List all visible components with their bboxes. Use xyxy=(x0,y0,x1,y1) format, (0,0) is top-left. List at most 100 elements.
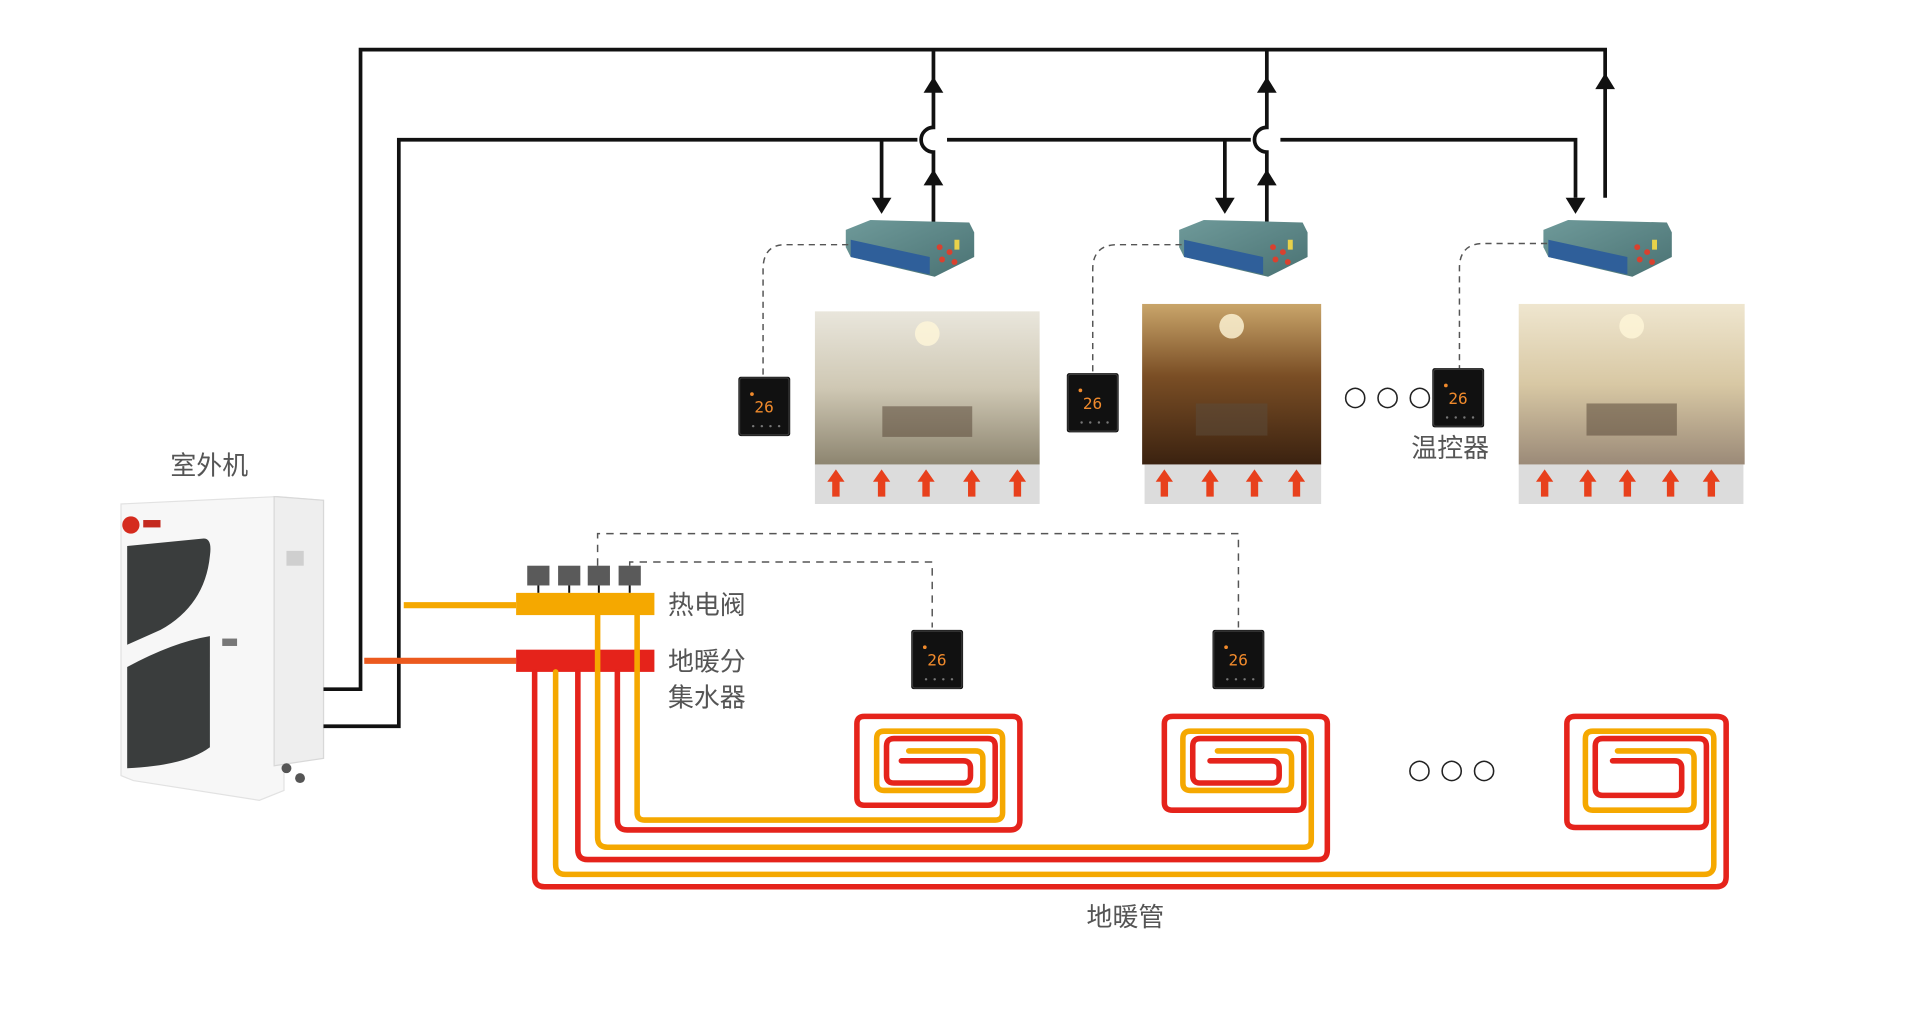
floor-heat-band xyxy=(1144,464,1322,504)
touch-key-icon xyxy=(1106,421,1109,424)
pipe-connector xyxy=(1279,249,1286,256)
room-dining-room xyxy=(1142,303,1322,504)
thermal-valve-actuator xyxy=(527,565,550,586)
mode-icon xyxy=(750,392,754,396)
heat-arrow-up-icon xyxy=(1536,469,1554,497)
return-main-pipe xyxy=(323,47,1607,692)
terminal-box xyxy=(1652,239,1658,250)
arrow-up-icon xyxy=(923,169,944,186)
fan-coil-air-outlet xyxy=(850,239,930,275)
touch-key-icon xyxy=(942,678,945,681)
touch-key-icon xyxy=(1463,416,1466,419)
thermostat-bezel xyxy=(1432,368,1484,427)
arrow-up-icon xyxy=(1256,76,1277,93)
chandelier-icon xyxy=(1219,313,1244,339)
heat-arrow-up-icon xyxy=(1579,469,1597,497)
thermostat-bezel xyxy=(1213,630,1264,689)
furniture xyxy=(1195,403,1268,436)
more-loops-ellipsis: ○ ○ ○ xyxy=(1408,754,1496,785)
floor-heating-pipes xyxy=(531,612,1729,890)
touch-key-icon xyxy=(1243,678,1246,681)
floor-pipe-return-loop-1 xyxy=(614,669,1023,833)
arrow-up-icon xyxy=(1256,169,1277,186)
fan-coil-units xyxy=(845,219,1672,277)
heat-arrow-up-icon xyxy=(963,469,981,497)
pipe-connector xyxy=(1636,256,1643,263)
furniture xyxy=(1586,403,1677,436)
thermostat-temperature: 26 xyxy=(1448,389,1467,408)
thermostat-temperature: 26 xyxy=(927,651,946,670)
thermostat: 26 xyxy=(1066,373,1119,433)
arrow-down-icon xyxy=(1565,197,1586,214)
heat-arrow-up-icon xyxy=(1155,469,1173,497)
touch-key-icon xyxy=(950,678,954,681)
thermostat: 26 xyxy=(738,376,791,437)
control-wire xyxy=(1091,243,1182,374)
outdoor-unit-sticker xyxy=(286,550,304,566)
floor-pipe-return-loop-2 xyxy=(575,669,1331,863)
pipe-connector xyxy=(1284,259,1291,265)
heat-arrow-up-icon xyxy=(1702,469,1720,497)
heat-arrow-up-icon xyxy=(917,469,935,497)
supply-manifold-bar xyxy=(516,592,655,616)
pipe-connector xyxy=(1649,259,1656,265)
pipe-connector xyxy=(946,249,953,256)
arrow-up-icon xyxy=(923,76,944,93)
thermostats: 26 26 26 26 26 xyxy=(738,368,1485,690)
mode-icon xyxy=(922,645,927,650)
return-branch-1 xyxy=(919,49,936,223)
thermostat-bezel xyxy=(738,377,790,436)
thermal-valve-label: 热电阀 xyxy=(668,591,746,621)
control-wire xyxy=(1458,242,1548,369)
floor-pipe-label: 地暖管 xyxy=(1087,903,1165,933)
mode-icon xyxy=(1224,645,1228,650)
fan-grille-upper xyxy=(127,538,211,645)
thermostat-body xyxy=(1212,629,1265,690)
touch-key-icon xyxy=(1097,421,1101,424)
more-rooms-ellipsis: ○ ○ ○ xyxy=(1343,381,1431,412)
thermostat-temperature: 26 xyxy=(1229,651,1248,670)
arrow-down-icon xyxy=(1214,197,1235,214)
thermal-valve-actuator xyxy=(558,565,581,586)
outdoor-unit-side xyxy=(273,495,325,767)
outdoor-unit: 室外机 xyxy=(120,451,325,801)
fan-coil-unit xyxy=(1179,219,1308,277)
pipe-connector xyxy=(939,256,946,263)
supply-main-pipe xyxy=(323,137,1578,729)
heat-arrow-up-icon xyxy=(1008,469,1027,497)
thermal-valves xyxy=(527,565,641,593)
thermostat-bezel xyxy=(1067,373,1119,432)
chandelier-icon xyxy=(1619,313,1645,339)
fan-coil-piping xyxy=(323,47,1616,729)
floor-pipe-supply-loop-3 xyxy=(552,669,1717,878)
mode-icon xyxy=(1444,383,1448,388)
control-wire xyxy=(762,243,849,376)
pipe-connector xyxy=(951,259,958,265)
heat-arrow-up-icon xyxy=(1245,469,1264,497)
mode-icon xyxy=(1078,388,1083,393)
floor-pipe-return-loop-3 xyxy=(531,669,1729,890)
pipe-connector xyxy=(1644,249,1651,256)
valve-control-wire xyxy=(628,561,933,628)
pipe-port xyxy=(295,773,305,784)
thermal-valve-actuator xyxy=(618,565,641,586)
pipe-connector xyxy=(1270,244,1276,251)
touch-key-icon xyxy=(1226,678,1229,681)
fan-coil-air-outlet xyxy=(1548,239,1628,275)
floor-pipe-supply-loop-2 xyxy=(594,612,1315,851)
heat-arrow-up-icon xyxy=(827,469,845,497)
valve-control-wire xyxy=(596,532,1240,628)
room-thermostat-wiring xyxy=(762,242,1548,376)
pipe-connector xyxy=(1634,244,1641,251)
touch-key-icon xyxy=(1471,416,1475,419)
floor-heating-manifold: 热电阀 地暖分 集水器 xyxy=(516,532,1240,713)
thermostat-temperature: 26 xyxy=(754,398,773,417)
pipe-port xyxy=(281,763,292,774)
touch-key-icon xyxy=(1234,678,1238,681)
touch-key-icon xyxy=(769,424,772,428)
thermostat-body xyxy=(1432,368,1485,428)
touch-key-icon xyxy=(777,424,781,428)
floor-pipe-supply-loop-1 xyxy=(634,612,1006,823)
fan-coil-unit xyxy=(1543,219,1672,277)
